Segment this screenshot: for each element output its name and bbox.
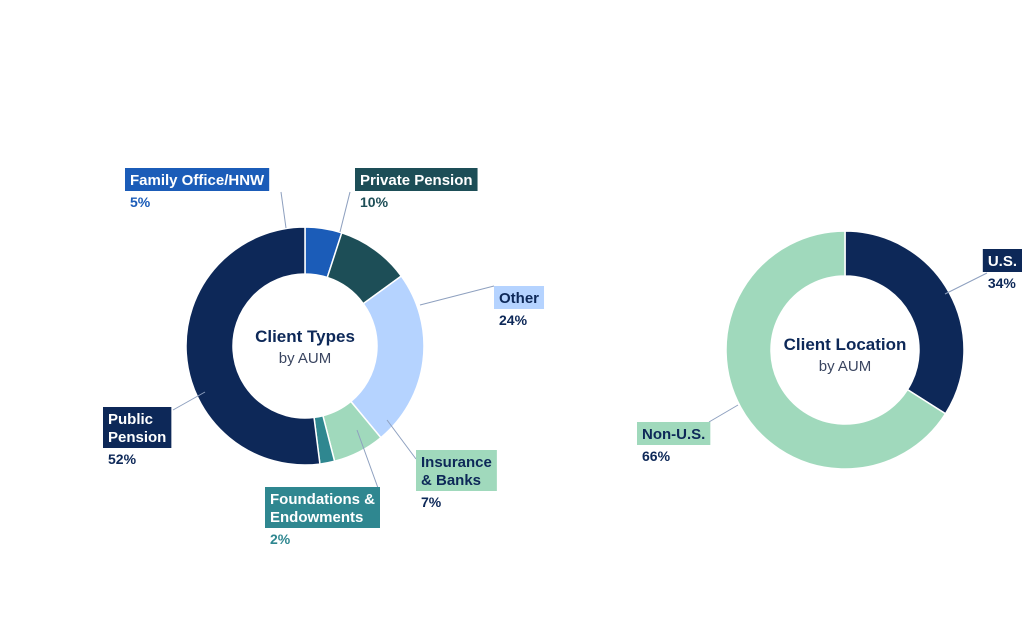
leader-line-foundations-endowments <box>356 429 379 489</box>
label-private-pension: Private Pension 10% <box>355 168 478 210</box>
label-box <box>982 249 1022 272</box>
client-types-subtitle: by AUM <box>279 350 332 367</box>
slice-percent: 24% <box>499 312 528 328</box>
client-types-donut: Family Office/HNW 5% Private Pension 10% Oth… <box>103 168 545 547</box>
label-box <box>125 168 270 191</box>
slice-percent: 66% <box>642 448 671 464</box>
slice-percent: 5% <box>130 194 151 210</box>
leader-line-family-office-hnw <box>280 191 287 229</box>
label-box <box>416 450 497 491</box>
label-text: Pension <box>108 429 166 446</box>
slice-public-pension <box>185 226 321 466</box>
slice-percent: 52% <box>108 451 137 467</box>
label-box <box>494 286 545 309</box>
label-text: Endowments <box>270 509 363 526</box>
label-other: Other 24% <box>494 286 545 328</box>
client-location-donut: U.S. 34% Non-U.S. 66% Client Location by AU… <box>637 230 1022 470</box>
label-text: Non-U.S. <box>642 426 705 443</box>
label-box <box>103 407 172 448</box>
label-text: & Banks <box>421 472 481 489</box>
label-box <box>355 168 478 191</box>
slice-percent: 7% <box>421 494 442 510</box>
client-types-title: Client Types <box>255 327 355 346</box>
label-non-u-s: Non-U.S. 66% <box>637 422 711 464</box>
label-text: Family Office/HNW <box>130 172 265 189</box>
slice-percent: 34% <box>988 275 1017 291</box>
label-box <box>637 422 711 445</box>
leader-line-insurance-banks <box>386 419 417 460</box>
label-text: Foundations & <box>270 491 375 508</box>
label-family-office-hnw: Family Office/HNW 5% <box>125 168 270 210</box>
slice-u-s <box>844 230 965 415</box>
client-location-subtitle: by AUM <box>819 358 872 375</box>
label-u-s: U.S. 34% <box>982 249 1022 291</box>
label-insurance-banks: Insurance& Banks 7% <box>416 450 497 510</box>
label-text: Insurance <box>421 454 492 471</box>
label-foundations-endowments: Foundations &Endowments 2% <box>265 487 380 547</box>
label-text: Private Pension <box>360 172 473 189</box>
leader-line-u-s <box>944 272 988 295</box>
leader-line-other <box>419 285 495 306</box>
leader-line-private-pension <box>339 191 351 233</box>
slice-percent: 2% <box>270 531 291 547</box>
client-location-title: Client Location <box>784 335 907 354</box>
leader-line-public-pension <box>172 391 206 411</box>
slice-non-u-s <box>725 230 947 470</box>
label-box <box>265 487 380 528</box>
label-text: Other <box>499 290 539 307</box>
label-text: Public <box>108 411 153 428</box>
label-text: U.S. <box>988 253 1017 270</box>
slice-percent: 10% <box>360 194 389 210</box>
leader-line-non-u-s <box>708 404 739 423</box>
